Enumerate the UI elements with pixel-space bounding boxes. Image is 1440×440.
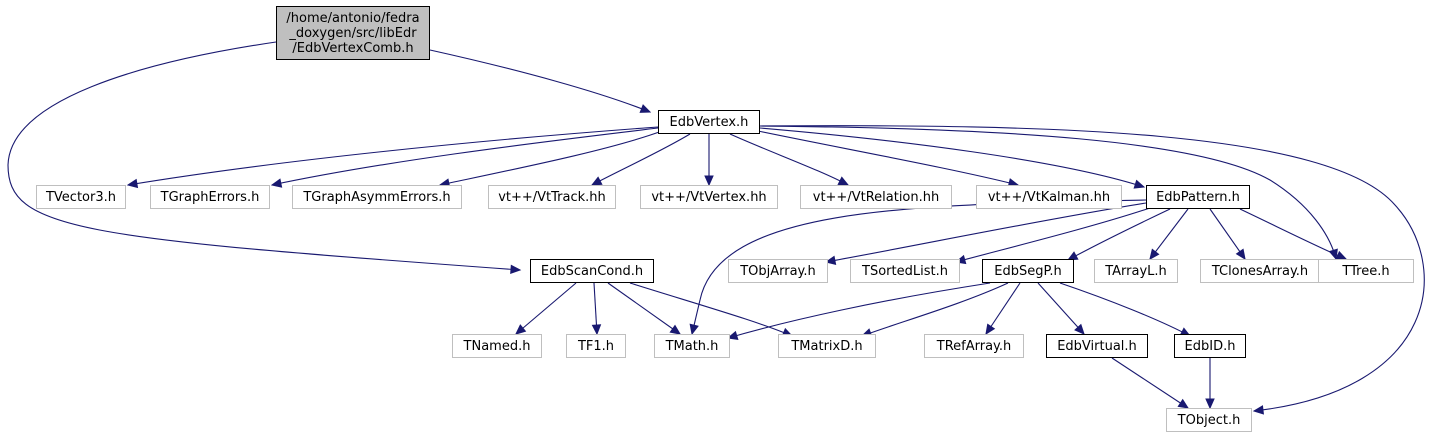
edge-edbscancond-to-tmath [607, 282, 681, 335]
edge-edbpattern-to-tarrayl [1149, 208, 1189, 260]
arrowhead-edbvirtual-to-tobject [1177, 398, 1190, 409]
node-vttrack: vt++/VtTrack.hh [488, 185, 616, 209]
arrowhead-edbsegp-to-edbvirtual [1074, 323, 1085, 335]
arrowhead-edbpattern-to-tarrayl [1149, 248, 1160, 260]
edge-edbvertex-to-tobject [759, 125, 1425, 412]
arrowhead-root-to-edbvertex [639, 104, 652, 113]
edge-edbscancond-to-tnamed [515, 282, 577, 335]
arrowhead-edbvertex-to-vtrelation [837, 176, 850, 186]
node-edbpattern[interactable]: EdbPattern.h [1146, 185, 1250, 209]
node-vtkalman: vt++/VtKalman.hh [976, 185, 1122, 209]
edge-edbvertex-to-tgrapherrors [271, 127, 659, 186]
arrowhead-edbsegp-to-tmath [726, 330, 739, 341]
edge-edbpattern-to-tclonesarray [1209, 208, 1246, 260]
node-tgrapherrors: TGraphErrors.h [150, 185, 270, 209]
arrowhead-edbvertex-to-tobject [1252, 405, 1264, 415]
edge-root-to-edbvertex [429, 49, 651, 113]
node-edbscancond[interactable]: EdbScanCond.h [530, 259, 654, 283]
node-vtrelation: vt++/VtRelation.hh [800, 185, 952, 209]
arrowhead-edbvertex-to-vtvertex [704, 175, 714, 187]
edge-edbvertex-to-vtkalman [757, 130, 1019, 186]
node-tgraphasymmerrors: TGraphAsymmErrors.h [292, 185, 462, 209]
edge-edbvertex-to-ttree [759, 125, 1337, 260]
arrowhead-edbvertex-to-edbpattern [1133, 179, 1146, 189]
edge-edbsegp-to-tmatrixd [861, 282, 1009, 337]
edge-edbvertex-to-vttrack [591, 133, 691, 186]
arrowhead-edbvertex-to-tgrapherrors [270, 178, 283, 188]
node-tvector3: TVector3.h [36, 185, 126, 209]
node-tmath: TMath.h [654, 334, 730, 358]
edge-edbvirtual-to-tobject [1111, 357, 1189, 409]
arrowhead-edbscancond-to-tmath [669, 324, 681, 335]
arrowhead-edbpattern-to-tmath [689, 323, 699, 336]
edge-edbpattern-to-tsortedlist [955, 207, 1151, 263]
edge-edbvertex-to-edbpattern [759, 127, 1145, 188]
edge-edbsegp-to-edbid [1059, 282, 1191, 337]
node-tarrayl: TArrayL.h [1094, 259, 1178, 283]
edge-edbscancond-to-tmatrixd [629, 282, 793, 337]
arrowhead-edbid-to-tobject [1205, 398, 1215, 410]
arrowhead-edbscancond-to-tnamed [515, 324, 527, 335]
arrowhead-edbscancond-to-tf1 [591, 324, 602, 336]
arrowhead-edbpattern-to-ttree [1335, 250, 1348, 260]
arrowhead-edbsegp-to-trefarray [985, 323, 996, 336]
arrowhead-edbvertex-to-vttrack [590, 176, 603, 186]
node-edbid[interactable]: EdbID.h [1174, 334, 1246, 358]
node-tf1: TF1.h [566, 334, 626, 358]
edge-edbpattern-to-tobjarray [825, 202, 1147, 263]
edge-root-to-edbscancond [7, 41, 521, 271]
node-tnamed: TNamed.h [452, 334, 542, 358]
edge-edbvertex-to-tvector3 [127, 126, 659, 186]
node-tclonesarray: TClonesArray.h [1200, 259, 1320, 283]
arrowhead-edbpattern-to-tclonesarray [1235, 248, 1246, 261]
node-edbvertex[interactable]: EdbVertex.h [658, 110, 760, 134]
node-root-file[interactable]: /home/antonio/fedra _doxygen/src/libEdr … [276, 6, 430, 60]
arrowhead-root-to-edbscancond [510, 264, 522, 275]
edge-edbvertex-to-vtrelation [729, 133, 849, 186]
arrowhead-edbvertex-to-ttree [1328, 248, 1338, 261]
node-tsortedlist: TSortedList.h [850, 259, 960, 283]
node-edbsegp[interactable]: EdbSegP.h [982, 259, 1074, 283]
node-edbvirtual[interactable]: EdbVirtual.h [1046, 334, 1148, 358]
node-tmatrixd: TMatrixD.h [778, 334, 876, 358]
arrowhead-edbvertex-to-tvector3 [126, 178, 139, 189]
edge-edbvertex-to-tgraphasymmerrors [439, 130, 663, 186]
edge-edbpattern-to-ttree [1239, 208, 1347, 260]
node-tobject: TObject.h [1166, 408, 1252, 432]
node-trefarray: TRefArray.h [924, 334, 1024, 358]
edge-edbsegp-to-tmath [727, 282, 991, 339]
edge-edbsegp-to-edbvirtual [1037, 282, 1085, 335]
node-vtvertex: vt++/VtVertex.hh [640, 185, 778, 209]
node-ttree: TTree.h [1318, 259, 1414, 283]
arrowhead-edbpattern-to-tobjarray [824, 255, 837, 265]
edge-edbsegp-to-trefarray [985, 282, 1021, 335]
node-tobjarray: TObjArray.h [728, 259, 828, 283]
